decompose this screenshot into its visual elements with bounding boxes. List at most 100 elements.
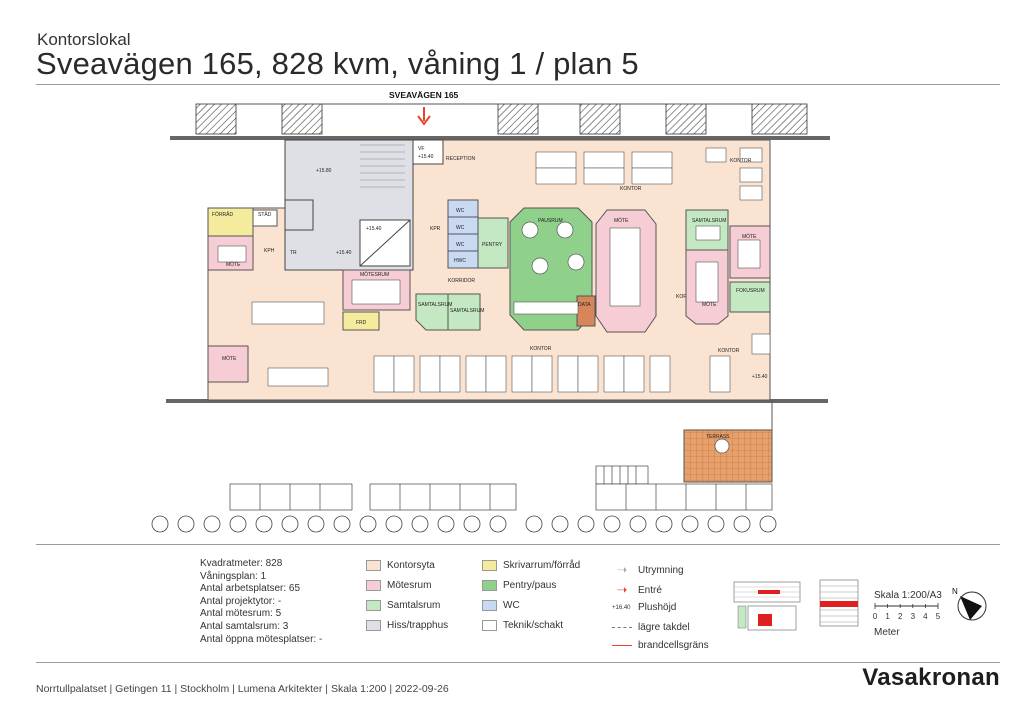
scale-tick: 0 [873,612,878,621]
vestibule [412,139,444,165]
legend-samtalsrum: Samtalsrum [366,600,440,611]
south-wall [166,399,828,403]
legend-label: lägre takdel [638,622,690,633]
scale-unit: Meter [874,627,900,638]
swatch-pentry [482,580,497,591]
label-korridor: KORRIDOR [448,278,475,284]
label-mote-large: MÖTE [614,217,629,224]
top-divider [36,84,1000,85]
room-data [576,295,596,327]
red-line-icon [612,645,632,646]
label-mote-lower: MÖTE [222,355,237,362]
stat-line: Antal arbetsplatser: 65 [200,583,301,595]
legend-teknik: Teknik/schakt [482,620,563,631]
label-samtalsrum-right: SAMTALSRUM [692,218,726,224]
stat-line: Våningsplan: 1 [200,570,267,582]
label-pausrum: PAUSRUM [538,218,563,224]
swatch-skrivarrum [482,560,497,571]
legend-label: WC [503,600,520,611]
label-motesrum: MÖTESRUM [360,271,389,278]
stat-line: Kvadratmeter: 828 [200,558,283,569]
label-samtalsrum-a: SAMTALSRUM [418,302,452,308]
legend-label: Teknik/schakt [503,620,564,631]
room-pausrum [509,207,593,331]
label-mote-center: MÖTE [702,301,717,308]
room-fokusrum [729,281,771,313]
label-frd: FRD [356,320,367,326]
stat-line: Antal öppna mötesplatser: - [200,633,323,645]
brand-logo: Vasakronan [862,664,1000,691]
outdoor-stair [595,465,649,485]
legend-pentry: Pentry/paus [482,580,556,591]
legend-plushojd: +16.40 Plushöjd [612,602,676,613]
swatch-wc [482,600,497,611]
planters [229,483,773,511]
label-kph: KPH [264,248,275,254]
scale-tick: 5 [936,612,941,621]
swatch-teknik [482,620,497,631]
label-pentry: PENTRY [482,242,503,248]
label-wc-2: WC [456,225,465,231]
label-data: DATA [578,302,591,308]
legend-label: Entré [638,584,662,596]
entrance-arrow-icon: ➝ [616,582,628,597]
scale-tick: 2 [898,612,903,621]
height-5: +15.40 [366,226,382,232]
legend-kontorsyta: Kontorsyta [366,560,435,571]
legend-label: brandcellsgräns [638,640,709,651]
scale-tick: 1 [885,612,890,621]
room-forrad [207,207,254,237]
street-label: SVEAVÄGEN 165 [389,90,459,100]
label-fokusrum: FOKUSRUM [736,288,765,294]
north-label: N [952,587,958,596]
label-stad: STÄD [258,211,272,218]
legend-wc: WC [482,600,520,611]
scale-tick: 3 [911,612,916,621]
label-reception: RECEPTION [446,156,476,162]
room-frd [342,311,380,331]
legend-label: Hiss/trapphus [387,620,449,631]
label-vf: VF [418,146,424,152]
height-2: +15.40 [418,154,434,160]
legend-label: Pentry/paus [503,580,557,591]
legend-hiss: Hiss/trapphus [366,620,448,631]
site-key-plan [733,581,801,631]
legend-label: Kontorsyta [387,560,435,571]
stat-line: Antal samtalsrum: 3 [200,620,289,632]
label-terrass: TERRASS [706,434,730,440]
facade-columns [195,103,808,135]
label-mote-left: MÖTE [226,261,241,268]
north-arrow-icon: N [952,587,987,621]
swatch-samtalsrum [366,600,381,611]
label-kontor-top: KONTOR [620,186,642,192]
label-kof: KOF [676,294,686,300]
label-kontor-right: KONTOR [718,348,740,354]
label-samtalsrum-b: SAMTALSRUM [450,308,484,314]
label-forrad: FÖRRÅD [212,211,234,218]
height-3: +15.40 [336,250,352,256]
legend-entre: ➝ Entré [612,582,662,598]
scale-tick: 4 [923,612,928,621]
scale-bar: 0 1 2 3 4 5 [873,603,941,621]
legend-label: Mötesrum [387,580,432,591]
entrance-arrow-icon [417,107,431,126]
page-title: Sveavägen 165, 828 kvm, våning 1 / plan … [36,46,639,81]
pausrum-bench [513,301,579,315]
legend-brandcell: brandcellsgräns [612,640,709,651]
street-trees [151,515,777,533]
label-hwc: HWC [454,258,466,264]
legend-label: Samtalsrum [387,600,441,611]
swatch-hiss [366,620,381,631]
legend-label: Utrymning [638,564,684,576]
stat-line: Antal mötesrum: 5 [200,608,282,620]
label-kpr: KPR [430,226,441,232]
legend-utrymning: ➝ Utrymning [612,562,684,578]
label-kontor-bottom: KONTOR [530,346,552,352]
legend-label: Plushöjd [638,602,677,613]
room-stad [252,209,278,227]
round-tables [521,221,730,454]
dashed-line-icon [612,627,632,628]
meeting-tables [217,225,761,307]
label-kontor-corner: KONTOR [730,158,752,164]
label-mote-right: MÖTE [742,233,757,240]
